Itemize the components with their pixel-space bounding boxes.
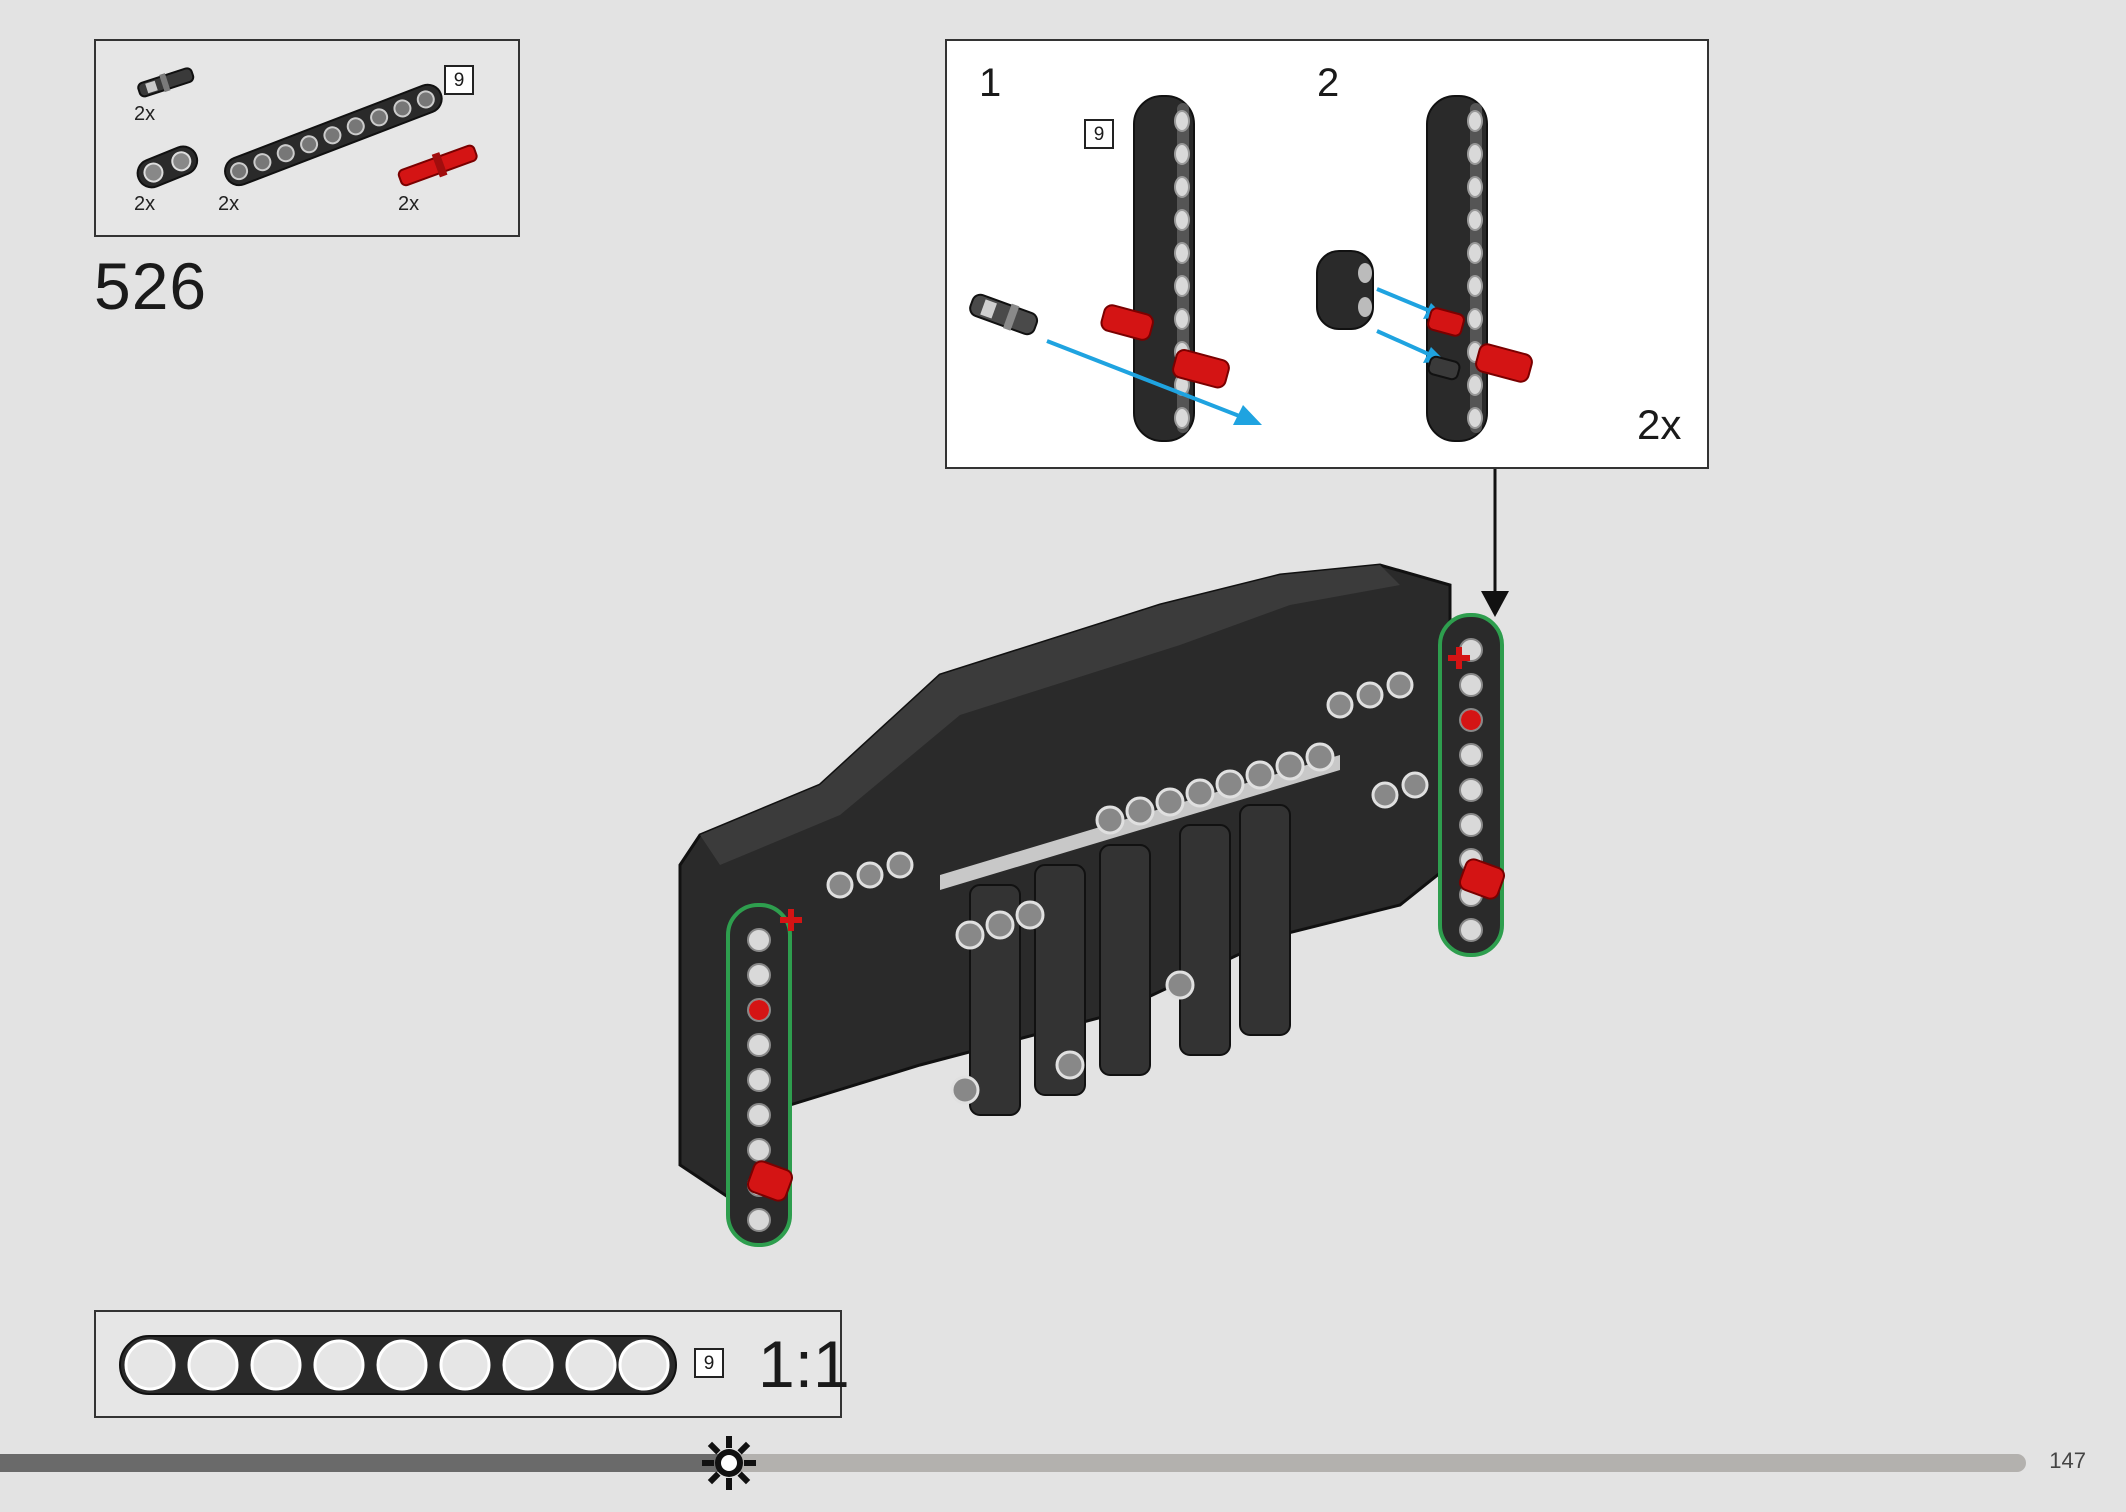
scale-length-badge: 9 bbox=[694, 1348, 724, 1378]
beam-9-part-icon bbox=[224, 83, 443, 187]
substep-2-illustration bbox=[1316, 95, 1533, 442]
main-assembly-illustration bbox=[678, 563, 1506, 1247]
callout-multiplier: 2x bbox=[1637, 401, 1682, 448]
scale-beam-9 bbox=[119, 1335, 677, 1395]
page-number: 147 bbox=[2049, 1448, 2086, 1473]
beam-9-length-badge: 9 bbox=[444, 65, 474, 95]
sub-assembly-callout: 1 2 9 2x bbox=[945, 39, 1709, 469]
callout-pointer-arrow bbox=[1481, 469, 1509, 617]
step-number: 526 bbox=[94, 249, 208, 323]
scale-label: 1:1 bbox=[758, 1327, 850, 1401]
axle-pin-part-icon bbox=[397, 144, 478, 187]
substep-2-number: 2 bbox=[1317, 61, 1340, 105]
substep-1-illustration bbox=[969, 95, 1262, 442]
beam-9-qty: 2x bbox=[218, 193, 240, 215]
sun-gear-icon bbox=[702, 1436, 757, 1490]
progress-fill bbox=[0, 1454, 730, 1472]
pin-part-icon bbox=[137, 67, 195, 98]
scale-ruler-box: 9 1:1 bbox=[94, 1310, 850, 1418]
callout-beam-length-badge: 9 bbox=[1084, 119, 1114, 149]
beam-2-part-icon bbox=[136, 145, 199, 189]
pin-qty: 2x bbox=[134, 103, 156, 125]
axle-pin-qty: 2x bbox=[398, 193, 420, 215]
parts-list-box: 2x 2x 9 2x 2x bbox=[94, 39, 520, 237]
substep-1-number: 1 bbox=[979, 61, 1002, 105]
beam-2-qty: 2x bbox=[134, 193, 156, 215]
